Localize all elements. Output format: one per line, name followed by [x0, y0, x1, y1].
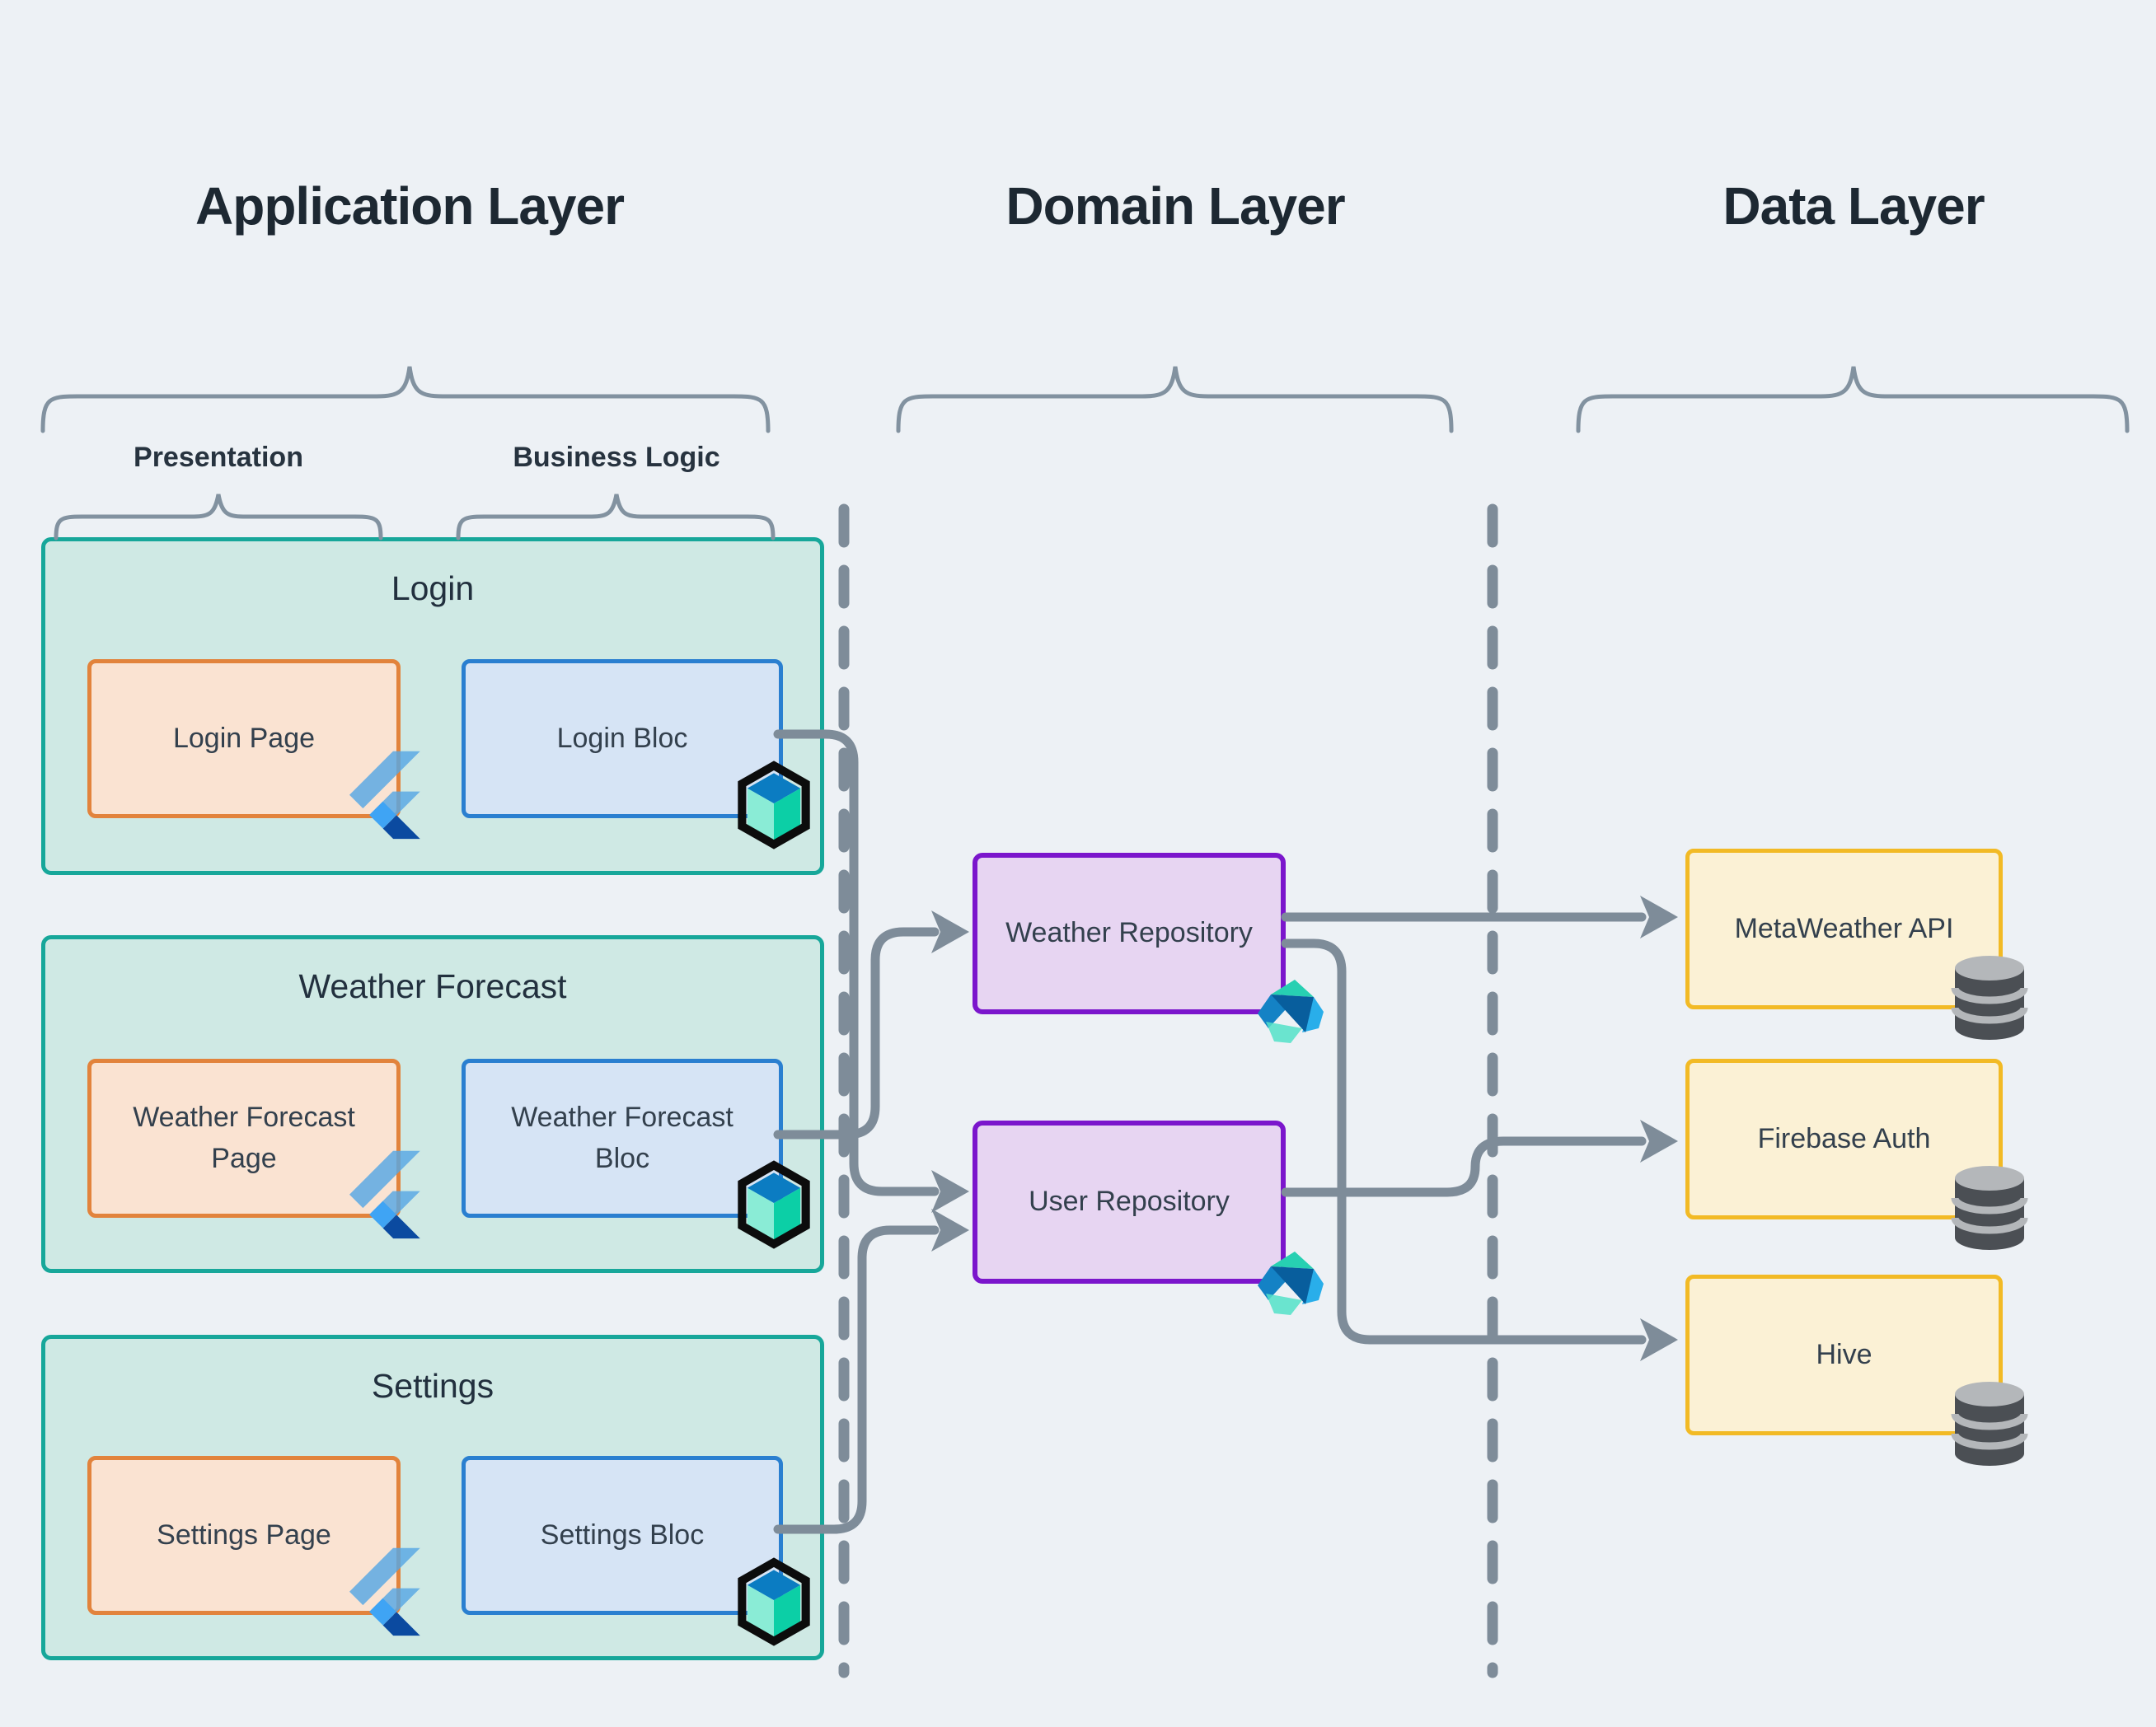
weather-forecast-page-node: Weather Forecast Page — [87, 1059, 401, 1218]
settings-bloc-node: Settings Bloc — [462, 1456, 783, 1615]
login-feature-group: Login Login Page Login Bloc — [41, 537, 824, 875]
firebase-auth-node: Firebase Auth — [1685, 1059, 2003, 1219]
arrowhead-user-repository-1 — [931, 1170, 969, 1213]
login-bloc-node: Login Bloc — [462, 659, 783, 818]
layer-separator-dashed-lines — [838, 503, 1498, 1678]
hive-label: Hive — [1816, 1338, 1872, 1370]
metaweather-api-node: MetaWeather API — [1685, 849, 2003, 1009]
login-feature-title: Login — [391, 569, 475, 607]
flutter-icon — [349, 751, 420, 840]
edge-weather-repository-to-hive — [1281, 938, 1647, 1345]
bloc-icon — [738, 1557, 810, 1646]
firebase-auth-label: Firebase Auth — [1757, 1122, 1931, 1154]
bloc-icon — [738, 1160, 810, 1249]
arrowhead-hive — [1640, 1318, 1678, 1361]
flutter-icon — [349, 1547, 420, 1636]
user-repository-node: User Repository — [973, 1121, 1286, 1284]
login-bloc-label: Login Bloc — [556, 722, 688, 754]
arrowhead-user-repository-2 — [931, 1209, 969, 1252]
domain-layer-brace — [896, 366, 1454, 433]
database-icon — [1951, 1382, 2028, 1466]
presentation-label: Presentation — [134, 442, 303, 473]
weather-forecast-feature-title: Weather Forecast — [298, 967, 567, 1005]
login-page-label: Login Page — [172, 722, 316, 754]
arrowhead-weather-repository — [931, 910, 969, 953]
edge-user-repository-to-firebase — [1281, 1136, 1647, 1197]
weather-forecast-feature-group: Weather Forecast Weather Forecast Page W… — [41, 935, 824, 1273]
business-logic-label: Business Logic — [513, 442, 720, 473]
settings-page-label: Settings Page — [157, 1519, 331, 1551]
business-logic-brace — [456, 494, 776, 541]
application-layer-title: Application Layer — [195, 176, 625, 236]
weather-forecast-bloc-node: Weather Forecast Bloc — [462, 1059, 783, 1218]
settings-page-node: Settings Page — [87, 1456, 401, 1615]
weather-forecast-bloc-label: Weather Forecast Bloc — [511, 1102, 734, 1174]
weather-forecast-page-label: Weather Forecast Page — [133, 1102, 355, 1174]
settings-feature-title: Settings — [371, 1367, 494, 1405]
settings-bloc-label: Settings Bloc — [540, 1519, 705, 1551]
user-repository-label: User Repository — [1029, 1186, 1230, 1218]
dart-icon — [1258, 1252, 1324, 1315]
domain-layer-title: Domain Layer — [1005, 176, 1345, 236]
weather-repository-node: Weather Repository — [973, 853, 1286, 1014]
application-layer-brace — [40, 366, 771, 433]
data-layer-title: Data Layer — [1722, 176, 1985, 236]
hive-node: Hive — [1685, 1275, 2003, 1435]
arrowhead-metaweather — [1640, 896, 1678, 938]
bloc-icon — [738, 761, 810, 849]
metaweather-api-label: MetaWeather API — [1734, 912, 1954, 944]
dart-icon — [1258, 980, 1324, 1043]
settings-feature-group: Settings Settings Page Settings Bloc — [41, 1335, 824, 1660]
flutter-icon — [349, 1150, 420, 1239]
weather-repository-label: Weather Repository — [1005, 917, 1253, 949]
login-page-node: Login Page — [87, 659, 401, 818]
presentation-brace — [54, 494, 383, 541]
database-icon — [1951, 1166, 2028, 1250]
database-icon — [1951, 956, 2028, 1040]
arrowhead-firebase — [1640, 1120, 1678, 1163]
data-layer-brace — [1576, 366, 2130, 433]
